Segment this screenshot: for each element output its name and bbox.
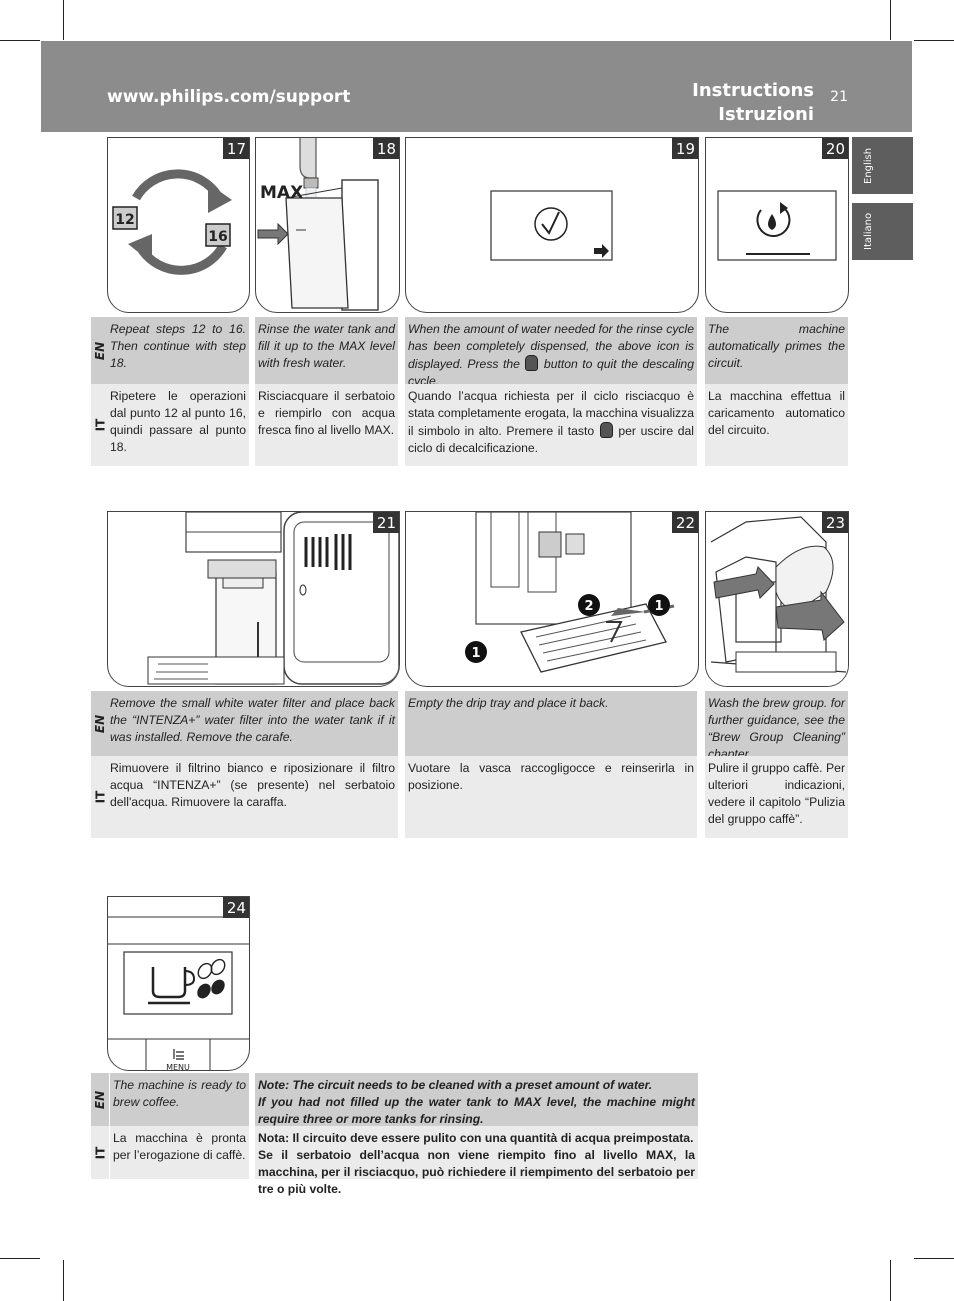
illustration-20: 20 — [705, 137, 849, 313]
crop-mark — [0, 1258, 40, 1259]
crop-mark — [0, 40, 40, 41]
crop-mark — [63, 0, 64, 40]
illustration-19: 19 — [405, 137, 699, 313]
arrow-right-icon — [594, 244, 609, 258]
step-number: 18 — [372, 138, 399, 159]
memo-button-icon — [525, 355, 539, 371]
title-it: Istruzioni — [718, 104, 814, 125]
memo-button-icon — [599, 422, 613, 438]
illustration-23: 23 — [705, 511, 849, 687]
note-it: Nota: Il circuito deve essere pulito con… — [255, 1126, 698, 1196]
support-url[interactable]: www.philips.com/support — [107, 87, 351, 107]
tab-english-label: English — [863, 147, 874, 184]
caption-it-24: La macchina è pronta per l’erogazione di… — [110, 1126, 249, 1179]
caption-it-19-a: Quando l’acqua richiesta per il ciclo ri… — [408, 389, 694, 438]
illustration-24: MENU 24 — [107, 896, 250, 1071]
step-number: 22 — [671, 512, 698, 533]
cup-icon — [151, 967, 187, 999]
lang-label-en: EN — [91, 691, 109, 756]
title-en: Instructions — [692, 80, 814, 101]
crop-mark — [890, 1260, 891, 1301]
lang-label-it: IT — [91, 756, 109, 838]
tab-italiano-label: Italiano — [863, 212, 874, 250]
step-label-16: 16 — [208, 229, 227, 245]
illustration-17: 12 16 17 — [107, 137, 250, 313]
note-en-line1: Note: The circuit needs to be cleaned wi… — [258, 1078, 653, 1092]
marker-2: 2 — [584, 599, 593, 614]
marker-1: 1 — [471, 646, 480, 661]
crop-mark — [914, 1258, 954, 1259]
note-it-line1: Nota: Il circuito deve essere pulito con… — [258, 1131, 694, 1145]
step-number: 17 — [222, 138, 249, 159]
lang-label-en: EN — [91, 1073, 109, 1126]
max-label: MAX — [260, 183, 303, 203]
caption-it-19-b: per uscire dal ciclo di decalcificazione… — [408, 424, 694, 455]
caption-it-23: Pulire il gruppo caffè. Per ulteriori in… — [705, 756, 848, 838]
crop-mark — [890, 0, 891, 40]
caption-it-17: Ripetere le operazioni dal punto 12 al p… — [107, 384, 249, 466]
step-label-12: 12 — [115, 212, 134, 228]
tab-italiano[interactable]: Italiano — [852, 203, 913, 260]
caption-en-21: Remove the small white water filter and … — [107, 691, 398, 756]
ready-display-illustration: MENU — [108, 916, 249, 1071]
page-title: Instructions Istruzioni — [692, 79, 814, 127]
marker-1: 1 — [654, 599, 663, 614]
step-number: 23 — [821, 512, 848, 533]
lang-label-it: IT — [91, 384, 109, 466]
machine-water-tank-illustration — [147, 512, 399, 685]
water-tank-illustration: MAX — [257, 138, 379, 311]
brew-group-illustration — [706, 512, 848, 686]
tab-english[interactable]: English — [852, 137, 913, 194]
note-it-line2: Se il serbatoio dell’acqua non viene rie… — [258, 1148, 695, 1196]
step-number: 19 — [671, 138, 698, 159]
caption-it-21: Rimuovere il filtrino bianco e riposizio… — [107, 756, 398, 838]
step-number: 20 — [821, 138, 848, 159]
caption-en-19-a: When the amount of water needed for the … — [408, 322, 694, 371]
illustration-21: 21 — [107, 511, 400, 687]
caption-en-19: When the amount of water needed for the … — [405, 317, 697, 388]
note-en-line2: If you had not filled up the water tank … — [258, 1095, 695, 1126]
caption-it-22: Vuotare la vasca raccogligocce e reinser… — [405, 756, 697, 838]
caption-it-19: Quando l’acqua richiesta per il ciclo ri… — [405, 384, 697, 466]
crop-mark — [63, 1260, 64, 1301]
page-number: 21 — [830, 89, 848, 105]
caption-en-18: Rinse the water tank and fill it up to t… — [255, 317, 398, 384]
caption-en-23: Wash the brew group. for further guidanc… — [705, 691, 848, 761]
step-number: 24 — [222, 897, 249, 918]
drip-tray-illustration: 1 2 1 — [465, 512, 675, 673]
illustration-18: MAX 18 — [255, 137, 400, 313]
rotation-arrows-illustration: 12 16 — [112, 169, 232, 275]
caption-en-20: The machine automatically primes the cir… — [705, 317, 848, 384]
display-checkmark-illustration — [490, 190, 613, 261]
lang-label-it: IT — [91, 1126, 109, 1179]
caption-en-24: The machine is ready to brew coffee. — [110, 1073, 249, 1126]
illustration-22: 1 2 1 22 — [405, 511, 699, 687]
caption-it-18: Risciacquare il serbatoio e riempirlo co… — [255, 384, 398, 466]
note-en: Note: The circuit needs to be cleaned wi… — [255, 1073, 698, 1126]
caption-it-20: La macchina effettua il caricamento auto… — [705, 384, 848, 466]
display-priming-illustration — [717, 190, 837, 261]
caption-en-17: Repeat steps 12 to 16. Then continue wit… — [107, 317, 249, 384]
step-number: 21 — [372, 512, 399, 533]
caption-en-22: Empty the drip tray and place it back. — [405, 691, 697, 756]
crop-mark — [914, 40, 954, 41]
menu-button-label: MENU — [166, 1063, 190, 1071]
lang-label-en: EN — [91, 317, 109, 384]
page-header: www.philips.com/support Instructions Ist… — [41, 41, 912, 132]
